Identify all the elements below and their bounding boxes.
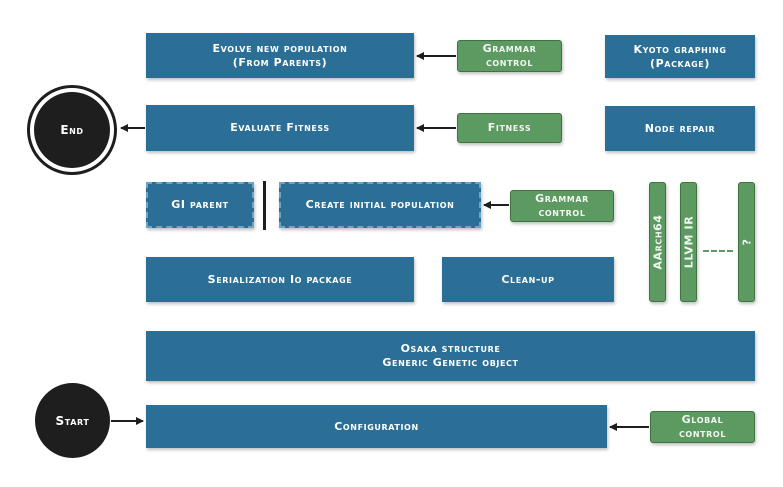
end-node: End — [34, 92, 110, 168]
more-backends-dashes — [703, 250, 733, 252]
start-node: Start — [35, 383, 110, 458]
unknown-backend-box: ? — [738, 182, 755, 302]
serialization-box: Serialization Io package — [146, 257, 414, 302]
kyoto-graphing-box: Kyoto graphing (Package) — [605, 35, 755, 78]
grammar-control-top-box: Grammar control — [457, 40, 562, 72]
start-label: Start — [55, 413, 90, 428]
evaluate-fitness-box: Evaluate Fitness — [146, 105, 414, 151]
evolve-population-box: Evolve new population (From Parents) — [146, 33, 414, 78]
configuration-box: Configuration — [146, 405, 607, 448]
end-label: End — [60, 123, 84, 137]
separator-bar — [263, 181, 266, 230]
end-ring — [27, 85, 117, 175]
cleanup-box: Clean-up — [442, 257, 614, 302]
aarch64-box: AArch64 — [649, 182, 666, 302]
grammar-control-mid-box: Grammar control — [510, 190, 614, 222]
global-control-box: Global control — [650, 411, 755, 443]
gi-parent-box: GI parent — [146, 182, 254, 228]
fitness-box: Fitness — [457, 113, 562, 143]
node-repair-box: Node repair — [605, 106, 755, 151]
osaka-structure-box: Osaka structure Generic Genetic object — [146, 331, 755, 381]
llvm-ir-box: LLVM IR — [680, 182, 697, 302]
create-initial-population-box: Create initial population — [279, 182, 481, 228]
